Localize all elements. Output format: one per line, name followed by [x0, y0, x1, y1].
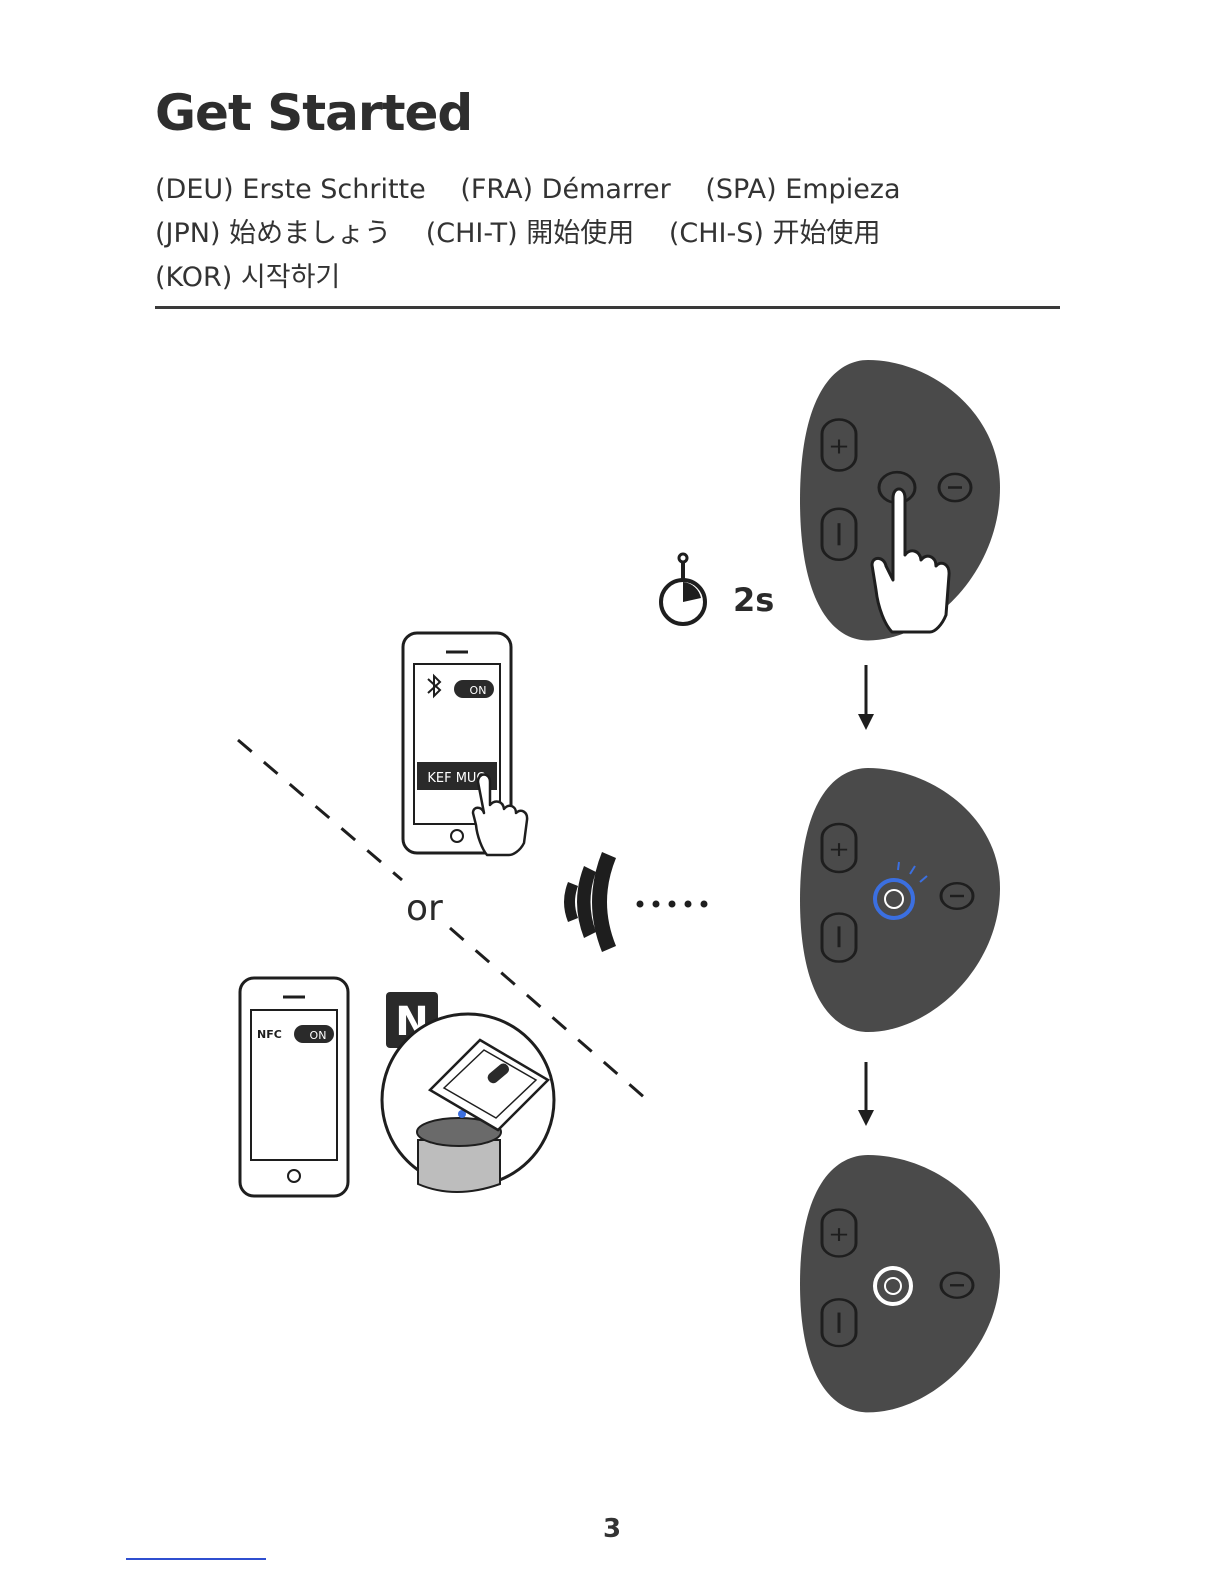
speaker-middle: +	[800, 768, 1000, 1032]
signal-waves-icon	[564, 852, 708, 952]
language-line-3: (KOR) 시작하기	[155, 256, 1075, 300]
timer-icon	[661, 554, 705, 624]
translation-chi-s: (CHI-S) 开始使用	[669, 218, 881, 249]
svg-text:NFC: NFC	[257, 1028, 282, 1041]
phone-nfc: NFC ON	[240, 978, 348, 1196]
translation-fra: (FRA) Démarrer	[460, 174, 670, 205]
language-line-2: (JPN) 始めましょう (CHI-T) 開始使用 (CHI-S) 开始使用	[155, 212, 1075, 256]
header-divider	[155, 306, 1060, 309]
language-line-1: (DEU) Erste Schritte (FRA) Démarrer (SPA…	[155, 168, 1075, 212]
language-translations: (DEU) Erste Schritte (FRA) Démarrer (SPA…	[155, 168, 1075, 300]
nfc-tap-illustration	[382, 1014, 554, 1192]
svg-text:ON: ON	[310, 1029, 327, 1042]
translation-kor: (KOR) 시작하기	[155, 262, 340, 293]
svg-text:+: +	[828, 837, 850, 862]
arrow-down-icon	[858, 1062, 874, 1126]
svg-text:+: +	[828, 1223, 850, 1246]
svg-text:+: +	[828, 433, 850, 459]
divider-dashed-upper	[238, 740, 402, 880]
svg-text:ON: ON	[470, 684, 487, 697]
translation-jpn: (JPN) 始めましょう	[155, 218, 391, 249]
phone-bluetooth: ON KEF MUO	[403, 633, 527, 855]
footer-link-underline	[126, 1558, 266, 1560]
or-label: or	[406, 888, 443, 929]
page-number: 3	[0, 1514, 1224, 1544]
hold-duration-label: 2s	[733, 581, 774, 619]
setup-illustration: + 2s +	[0, 330, 1224, 1430]
translation-chi-t: (CHI-T) 開始使用	[426, 218, 635, 249]
translation-deu: (DEU) Erste Schritte	[155, 174, 426, 205]
page-title: Get Started	[155, 84, 472, 142]
translation-spa: (SPA) Empieza	[705, 174, 900, 205]
arrow-down-icon	[858, 665, 874, 730]
